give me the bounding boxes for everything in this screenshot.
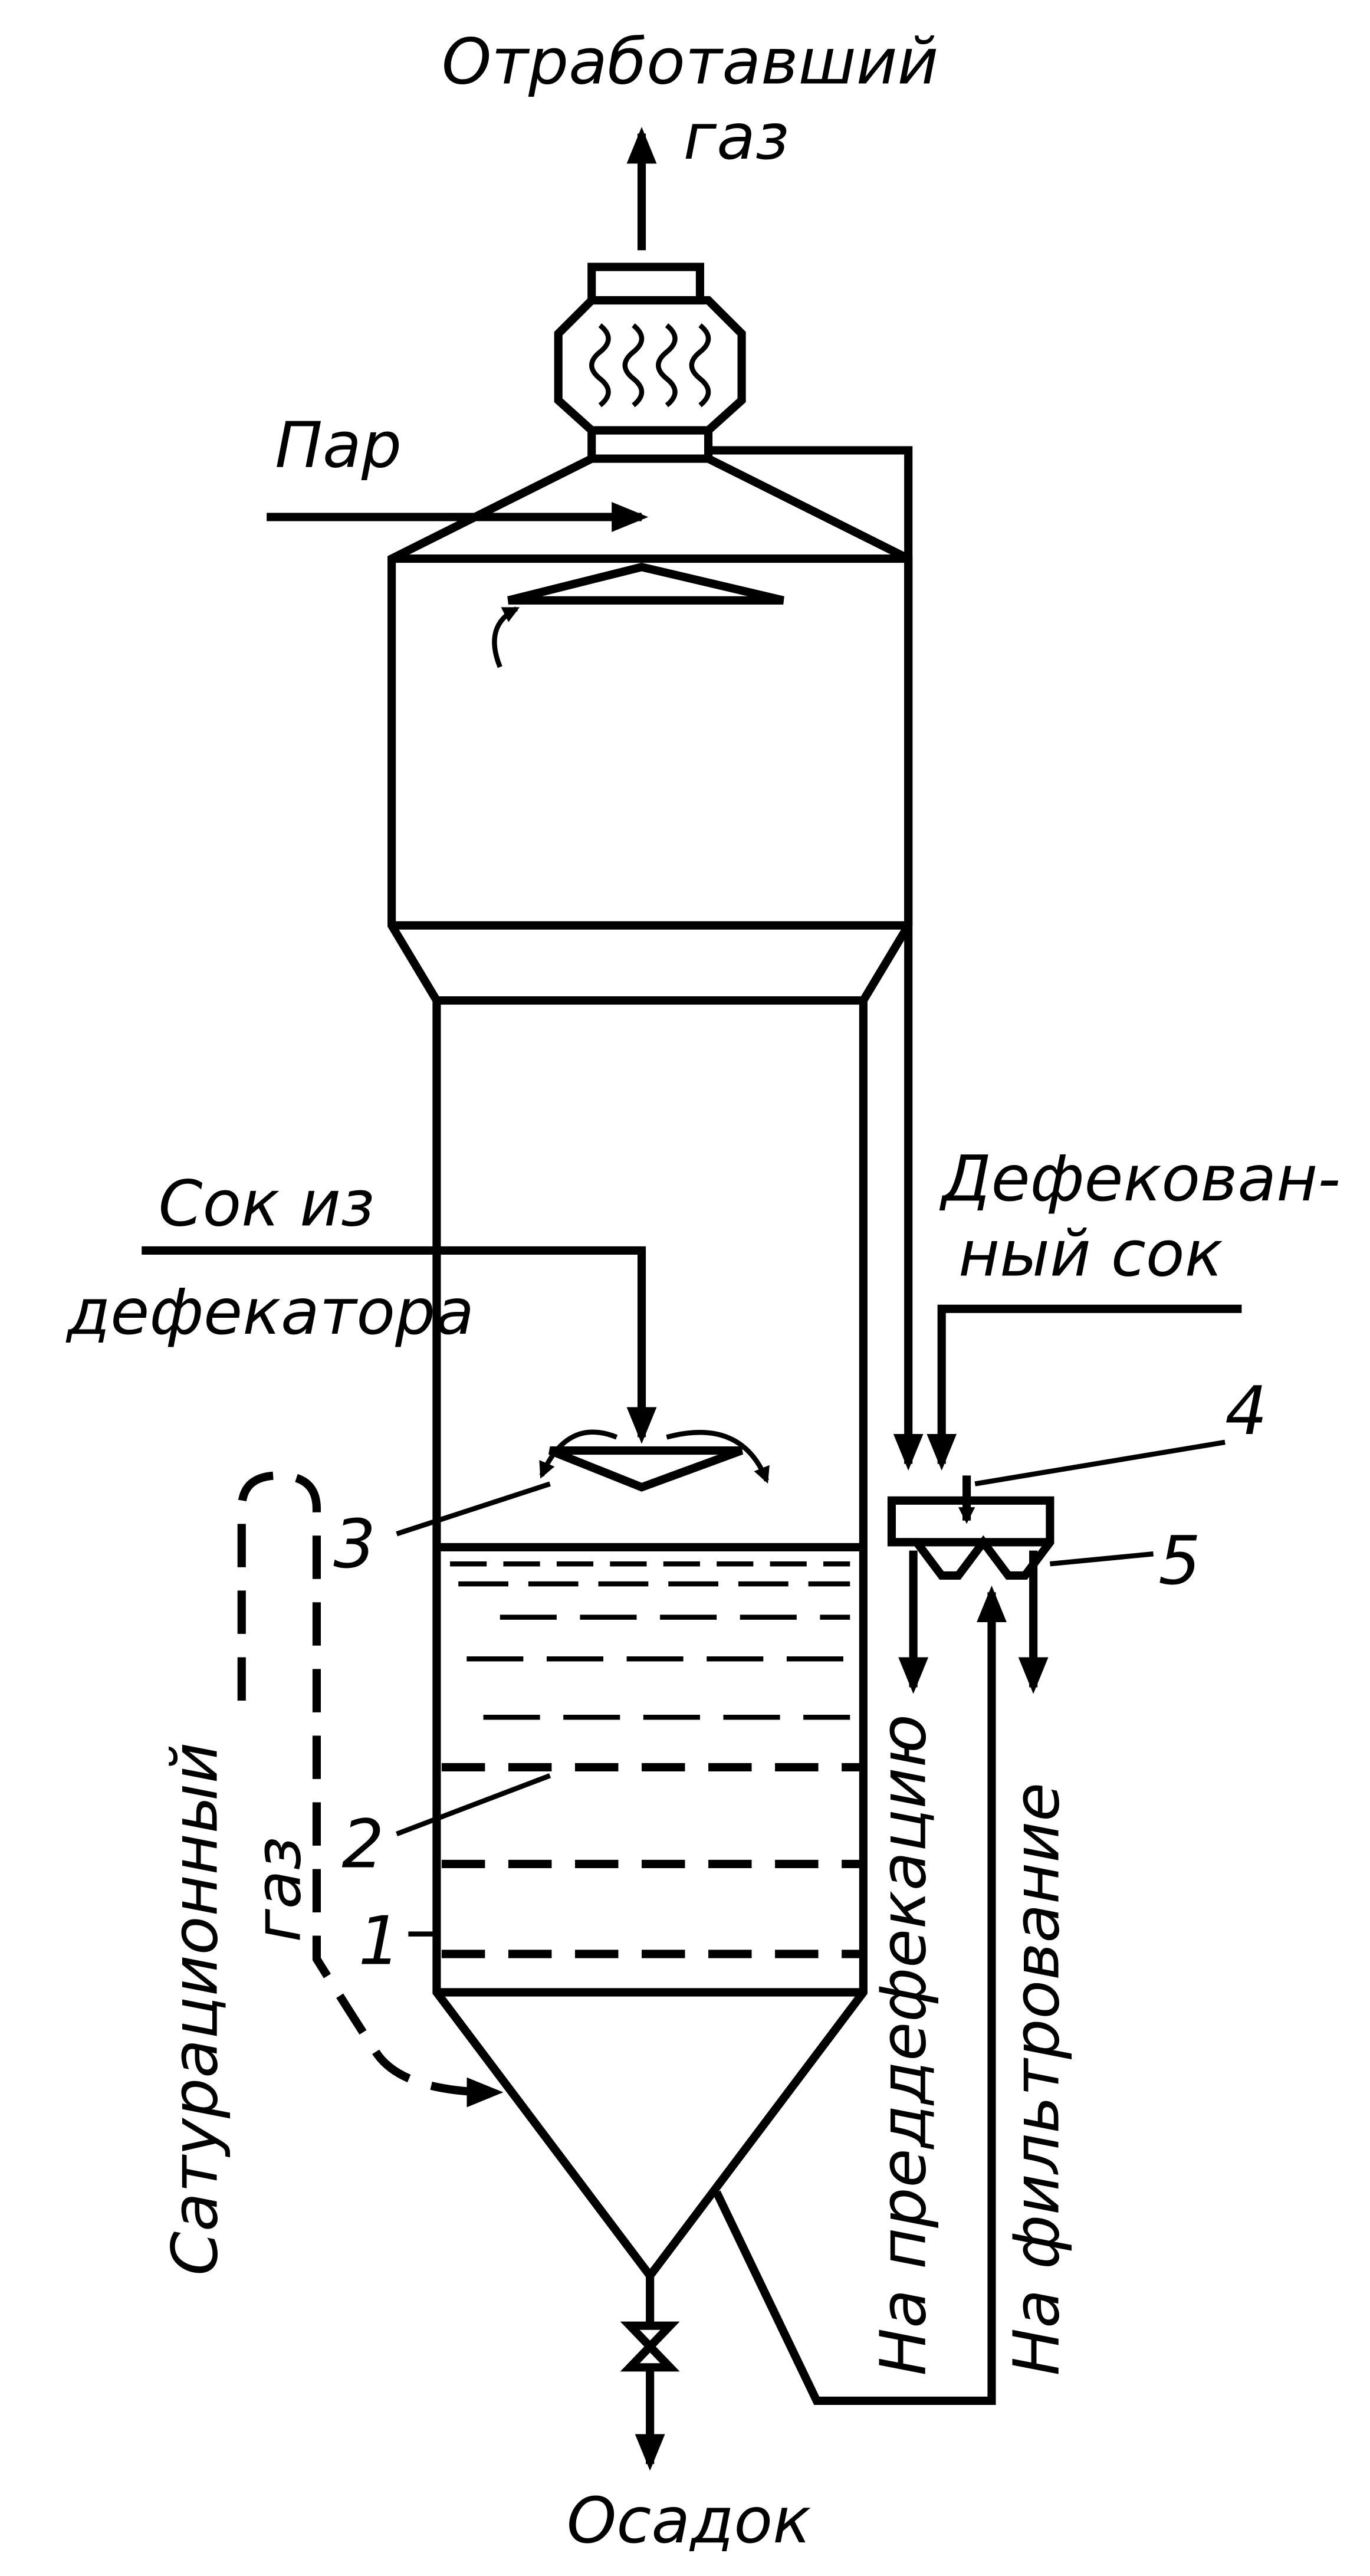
label-exhaust-gas: Отработавший <box>442 25 938 99</box>
gas-recycle-pipe <box>708 446 924 1471</box>
callout-1: 1 <box>359 1902 401 1980</box>
label-defecated-juice-2: ный сок <box>958 1217 1223 1291</box>
saturator-vessel <box>387 455 913 2283</box>
label-saturation-gas-2: газ <box>242 1836 316 1942</box>
callout-5: 5 <box>1158 1522 1201 1600</box>
label-saturation-gas: Сатурационный <box>158 1743 232 2276</box>
callout-3: 3 <box>333 1505 376 1583</box>
defecated-juice-pipe <box>927 1304 1242 1471</box>
callout-2: 2 <box>341 1806 384 1883</box>
label-steam: Пар <box>275 409 402 483</box>
label-to-predefecation: На преддефекацию <box>866 1714 940 2375</box>
spray-distributor <box>539 1429 770 1492</box>
drain-valve <box>620 2275 680 2471</box>
perforated-plates <box>441 1763 863 1958</box>
distribution-box <box>887 1475 1054 1580</box>
label-exhaust-gas-2: газ <box>684 100 789 174</box>
label-juice-from-defecator-2: дефекатора <box>65 1275 474 1349</box>
label-juice-from-defecator: Сок из <box>158 1167 374 1241</box>
juice-inlet-pipe <box>142 1246 657 1444</box>
label-defecated-juice: Дефекован- <box>939 1142 1341 1216</box>
callout-4: 4 <box>1225 1372 1267 1450</box>
return-pipe <box>712 1585 1007 2405</box>
label-to-filtration: На фильтрование <box>1000 1783 1074 2376</box>
liquid-level <box>436 1543 863 1720</box>
foam-trap <box>554 262 746 463</box>
saturation-gas-pipe <box>237 1471 504 2108</box>
label-sediment: Осадок <box>567 2484 811 2558</box>
